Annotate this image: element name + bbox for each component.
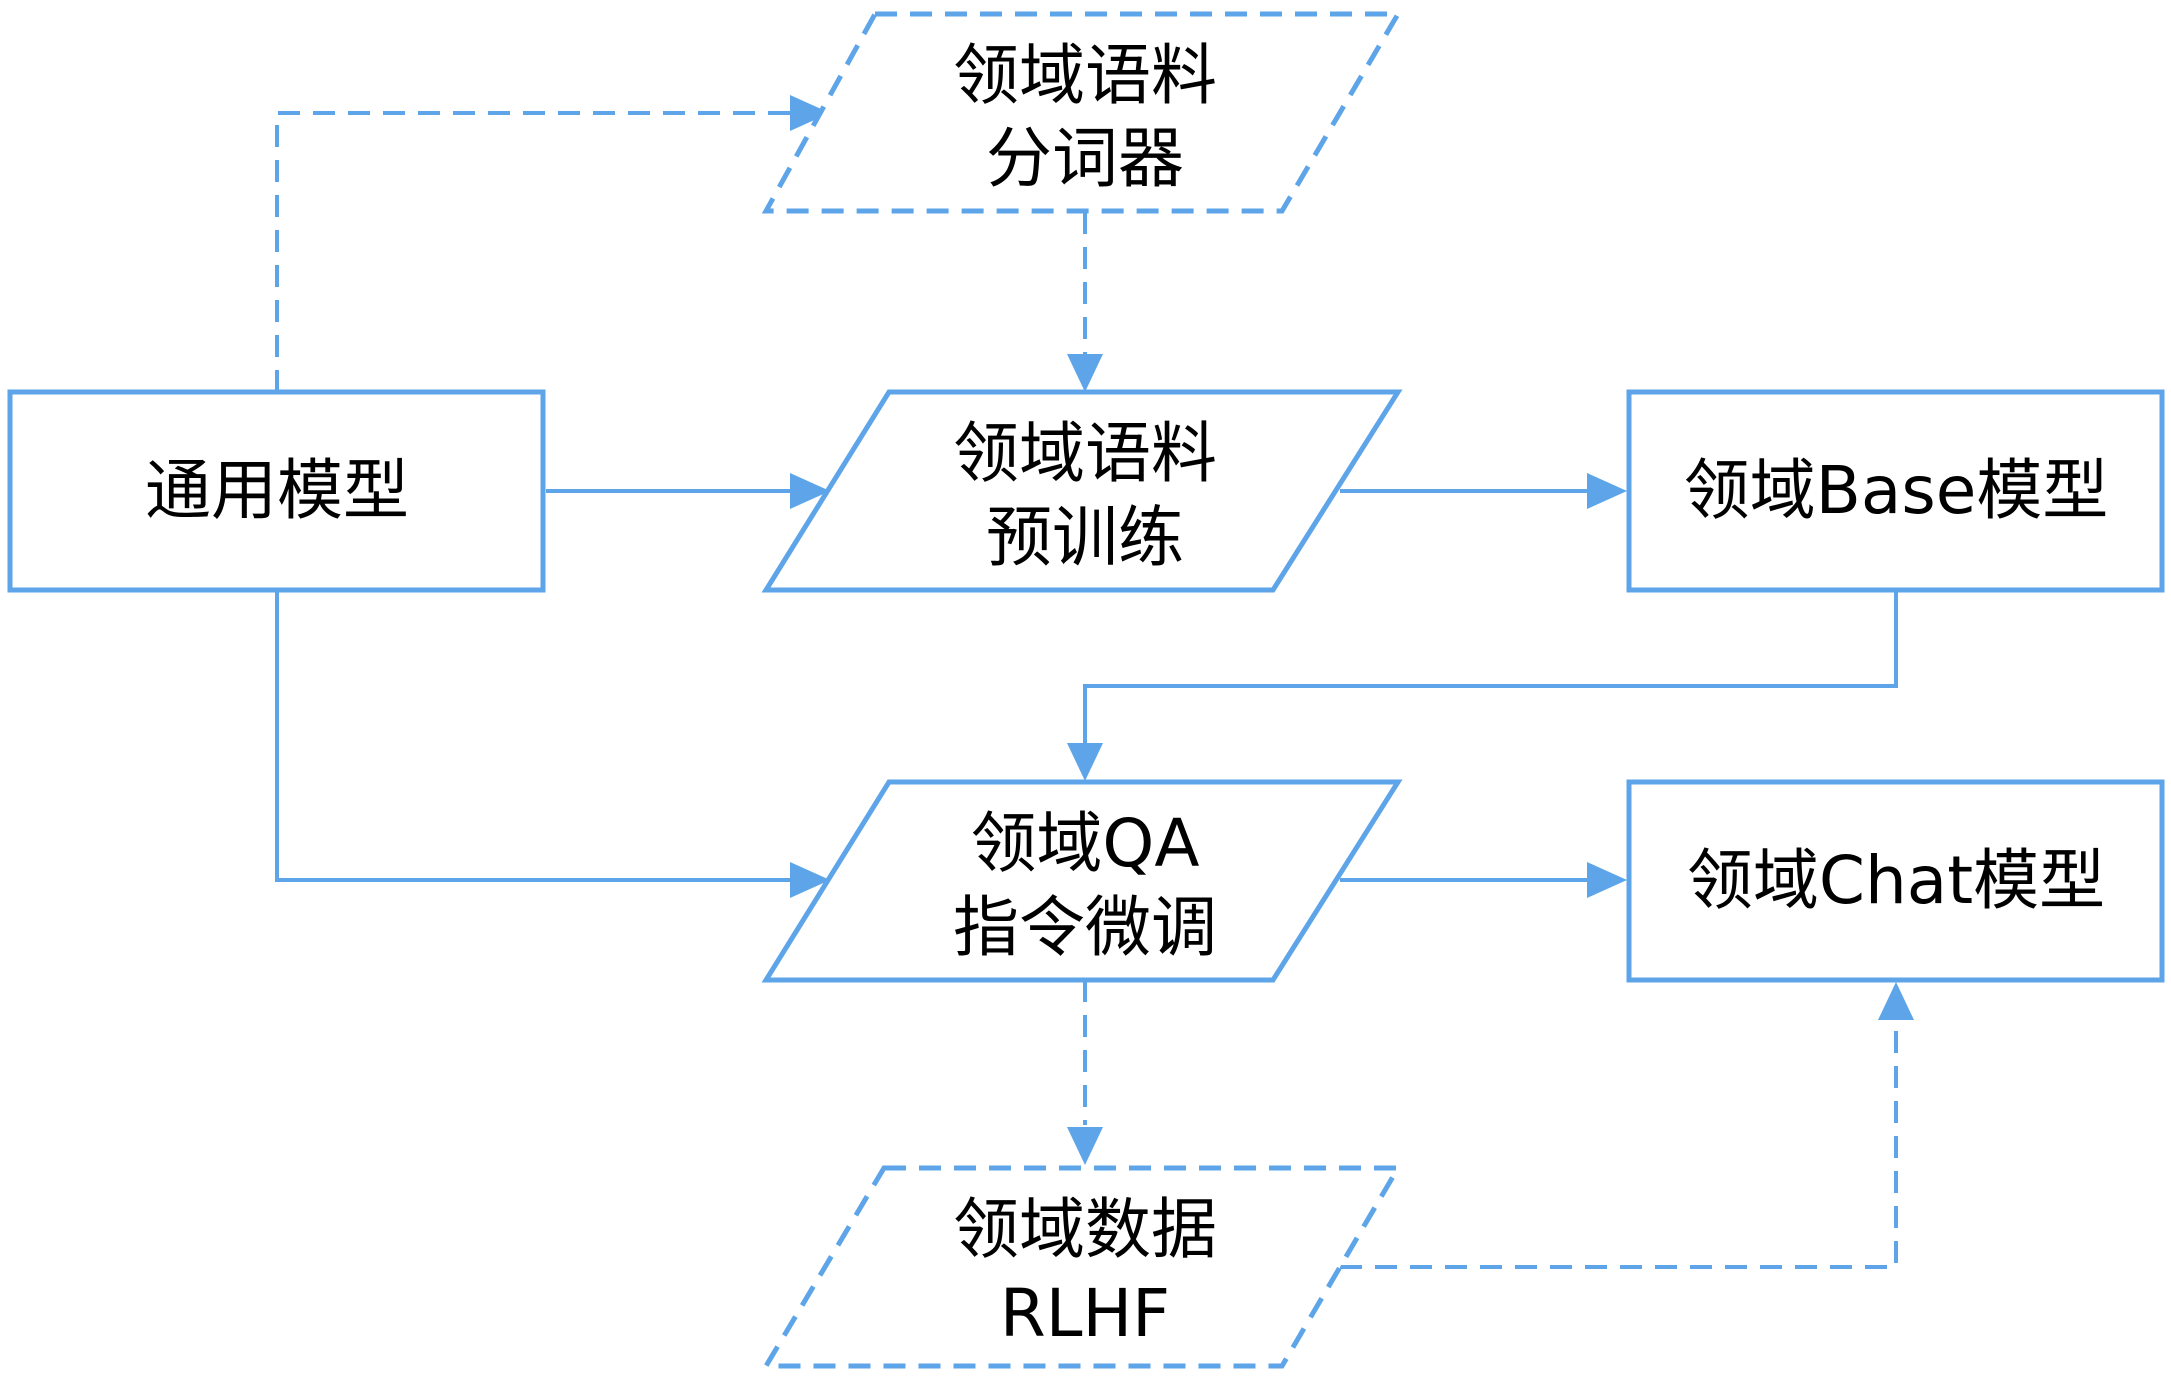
node-box [1626,389,2165,593]
node-label-line2: RLHF [1000,1275,1170,1352]
node-label: 领域Base模型 [1684,452,2109,529]
node-shape [761,779,1403,983]
connectors [275,111,1898,1269]
node-rlhf: 领域数据 RLHF [761,1165,1403,1369]
edge-base-to-qa [1083,591,1898,745]
node-label-line2: 预训练 [986,499,1184,576]
node-shape [761,1165,1403,1369]
node-box [1626,779,2165,983]
node-label-line1: 领域语料 [953,37,1217,114]
node-label-line1: 领域QA [970,805,1199,882]
node-pretrain: 领域语料 预训练 [761,389,1403,593]
arrowhead-right [790,473,830,509]
arrowhead-right [1587,473,1627,509]
nodes: 通用模型 领域语料 分词器 领域语料 预训练 领域Base模型 [7,11,2165,1369]
arrowhead-down [1067,1127,1103,1165]
node-label-line1: 领域数据 [953,1191,1217,1268]
node-shape [761,11,1403,214]
arrowhead-down [1067,743,1103,781]
node-base-model: 领域Base模型 [1626,389,2165,593]
node-label-line2: 分词器 [986,120,1184,197]
node-label: 领域Chat模型 [1687,842,2105,919]
arrowhead-down [1067,354,1103,392]
node-chat-model: 领域Chat模型 [1626,779,2165,983]
node-box [7,389,546,593]
edge-rlhf-to-chat [1340,1020,1898,1269]
node-label: 通用模型 [145,452,409,529]
node-tokenizer: 领域语料 分词器 [761,11,1403,214]
arrowhead-right [1587,862,1627,898]
node-general-model: 通用模型 [7,389,546,593]
arrowheads [790,95,1914,1165]
arrowhead-up [1878,982,1914,1020]
edge-general-to-tokenizer [275,111,790,392]
arrowhead-right [790,862,830,898]
node-label-line2: 指令微调 [953,889,1217,966]
edge-general-to-qa [275,591,790,882]
node-label-line1: 领域语料 [953,415,1217,492]
node-shape [761,389,1403,593]
arrowhead-right [790,95,830,131]
node-qa-tuning: 领域QA 指令微调 [761,779,1403,983]
